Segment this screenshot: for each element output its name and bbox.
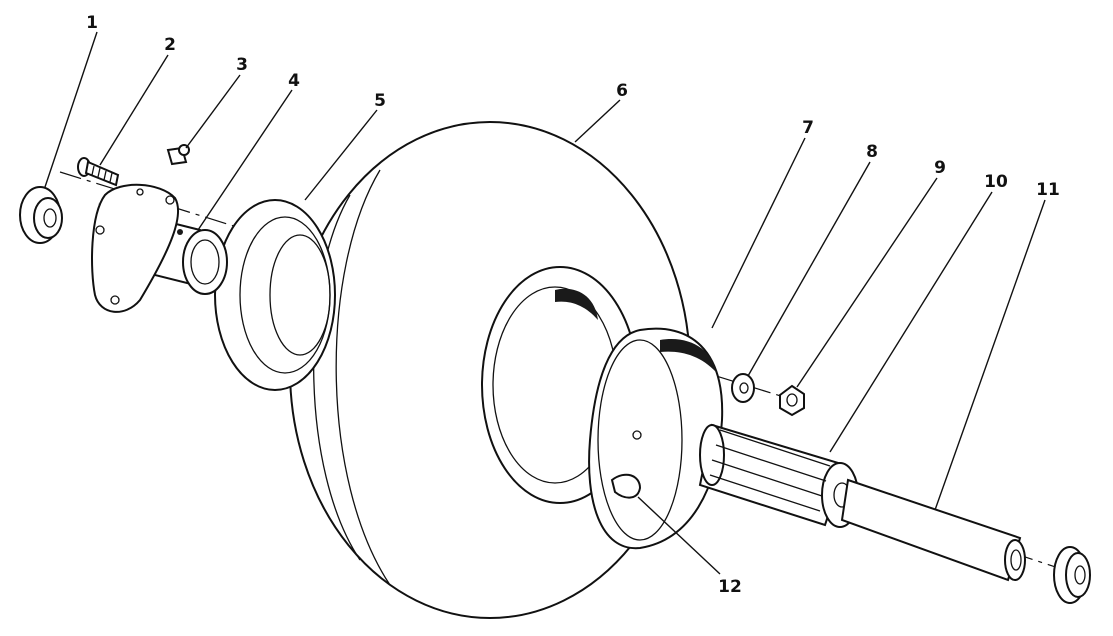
callout-10: 10 — [984, 172, 1008, 192]
part-11-axle-shaft — [840, 478, 1026, 582]
callout-9: 9 — [934, 158, 946, 178]
part-1-flange-bushing — [19, 186, 63, 244]
callout-4: 4 — [288, 71, 300, 91]
callout-labels: 1 2 3 4 5 6 7 8 9 10 11 12 — [86, 13, 1060, 597]
part-6-tire — [289, 121, 691, 619]
part-12-valve-stem — [610, 473, 642, 499]
callout-12: 12 — [718, 577, 742, 597]
part-10-spacer — [698, 423, 859, 528]
part-8-washer — [731, 373, 755, 403]
hub-flange — [91, 183, 180, 313]
callout-3: 3 — [236, 55, 248, 75]
leader-lines — [44, 31, 1046, 575]
part-5-wheel-half — [214, 199, 336, 391]
part-11-end-bushing — [1053, 546, 1091, 604]
callout-1: 1 — [86, 13, 98, 33]
callout-8: 8 — [866, 142, 878, 162]
callout-5: 5 — [374, 91, 386, 111]
part-9-lock-nut — [779, 384, 805, 417]
callout-6: 6 — [616, 81, 628, 101]
callout-7: 7 — [802, 118, 814, 138]
callout-2: 2 — [164, 35, 176, 55]
part-3-grease-fitting — [166, 144, 190, 166]
callout-11: 11 — [1036, 180, 1060, 200]
part-2-bolt — [77, 157, 120, 187]
